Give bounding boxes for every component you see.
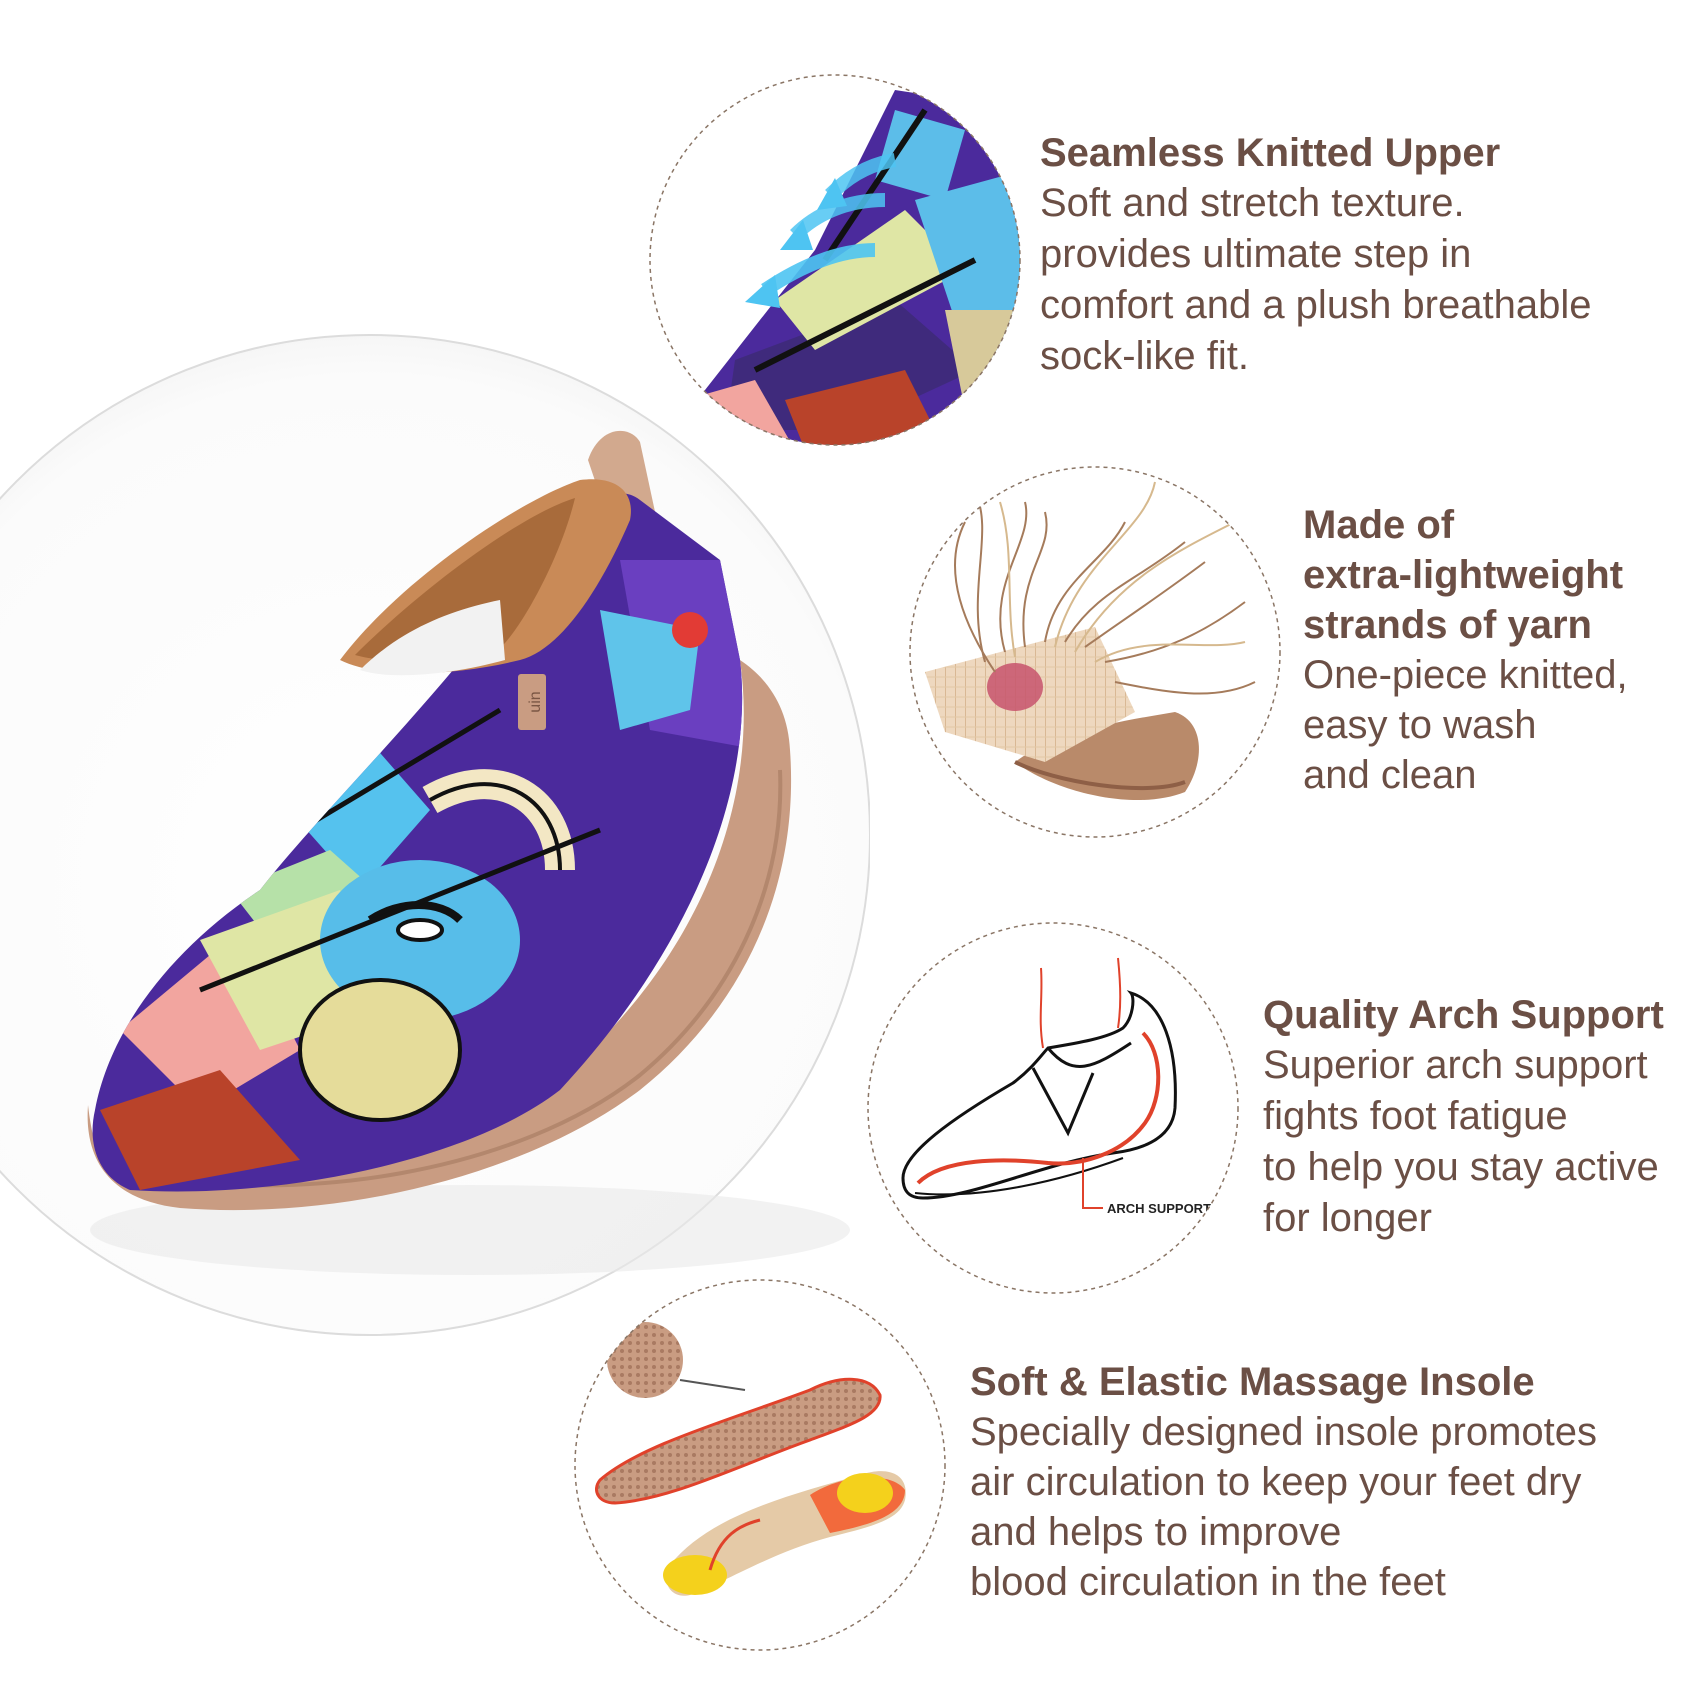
feature-1-desc-line: sock-like fit. <box>1040 334 1249 378</box>
feature-2-image-circle <box>905 462 1285 842</box>
feature-1-desc-line: Soft and stretch texture. <box>1040 181 1465 225</box>
feature-1-description: Soft and stretch texture. provides ultim… <box>1040 178 1591 382</box>
feature-3-desc-line: Superior arch support <box>1263 1043 1648 1087</box>
feature-2-title-line: Made of <box>1303 503 1455 547</box>
feature-2-desc-line: and clean <box>1303 753 1477 797</box>
feature-2-title-line: strands of yarn <box>1303 603 1592 647</box>
arch-support-diagram-icon: ARCH SUPPORT <box>867 922 1239 1294</box>
feature-1-title: Seamless Knitted Upper <box>1040 131 1501 175</box>
hero-shoe-panel: uin <box>0 330 870 1340</box>
feature-4-desc-line: blood circulation in the feet <box>970 1560 1446 1604</box>
feature-4-desc-line: and helps to improve <box>970 1510 1342 1554</box>
feature-4-description: Specially designed insole promotes air c… <box>970 1407 1597 1607</box>
svg-text:uin: uin <box>527 691 544 712</box>
feature-1-desc-line: comfort and a plush breathable <box>1040 283 1592 327</box>
feature-3-desc-line: to help you stay active <box>1263 1145 1659 1189</box>
feature-3-desc-line: fights foot fatigue <box>1263 1094 1568 1138</box>
feature-3-title: Quality Arch Support <box>1263 993 1664 1037</box>
massage-insole-icon <box>574 1279 946 1651</box>
feature-4-desc-line: air circulation to keep your feet dry <box>970 1460 1582 1504</box>
feature-1-image-circle <box>645 70 1025 450</box>
feature-2-title: Made of extra-lightweight strands of yar… <box>1303 500 1623 650</box>
knit-upper-breathable-icon <box>649 74 1021 446</box>
feature-2-description: One-piece knitted, easy to wash and clea… <box>1303 650 1628 800</box>
hero-shoe-image: uin <box>0 334 870 1336</box>
shoe-sole <box>87 660 792 1211</box>
brand-tab <box>518 674 546 730</box>
yarn-strands-icon <box>909 466 1281 838</box>
feature-3-description: Superior arch support fights foot fatigu… <box>1263 1040 1659 1244</box>
feature-2-title-line: extra-lightweight <box>1303 553 1624 597</box>
feature-4-desc-line: Specially designed insole promotes <box>970 1410 1598 1454</box>
feature-1-desc-line: provides ultimate step in <box>1040 232 1472 276</box>
feature-4-image-circle <box>570 1275 950 1655</box>
feature-2-desc-line: One-piece knitted, <box>1303 653 1628 697</box>
svg-text:ARCH SUPPORT: ARCH SUPPORT <box>1107 1201 1211 1216</box>
feature-3-desc-line: for longer <box>1263 1196 1432 1240</box>
feature-4-title: Soft & Elastic Massage Insole <box>970 1360 1535 1404</box>
feature-2-desc-line: easy to wash <box>1303 703 1537 747</box>
feature-3-image-circle: ARCH SUPPORT <box>863 918 1243 1298</box>
